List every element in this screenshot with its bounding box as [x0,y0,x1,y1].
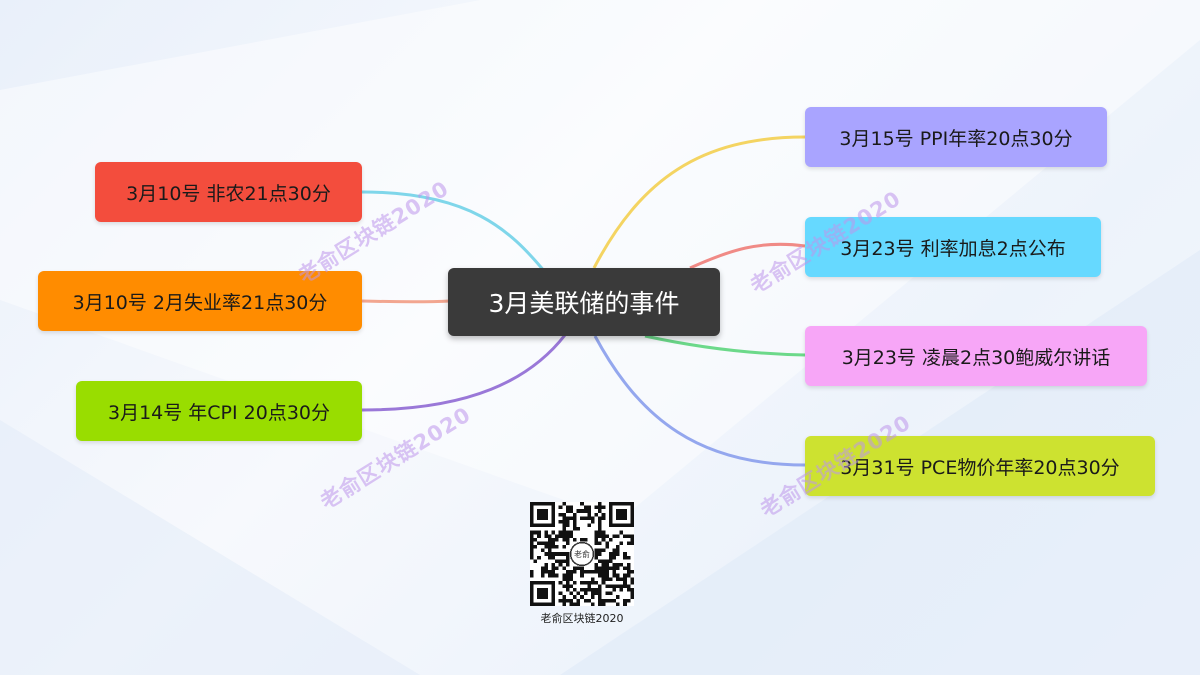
right-node-1-label: 3月15号 PPI年率20点30分 [839,127,1073,150]
left-node-2-label: 3月10号 2月失业率21点30分 [72,291,328,314]
left-node-1[interactable]: 3月10号 非农21点30分 [95,162,362,222]
right-node-2-label: 3月23号 利率加息2点公布 [840,237,1066,260]
connector-right-2 [689,242,806,270]
central-topic[interactable]: 3月美联储的事件 [448,268,720,336]
right-node-4-label: 3月31号 PCE物价年率20点30分 [840,456,1120,479]
left-node-2[interactable]: 3月10号 2月失业率21点30分 [38,271,362,331]
qr-code-image: 老俞 [530,502,634,606]
connector-right-1 [592,135,806,269]
connector-left-2 [361,299,451,304]
left-node-3-label: 3月14号 年CPI 20点30分 [107,401,331,424]
left-node-3[interactable]: 3月14号 年CPI 20点30分 [76,381,362,441]
qr-caption: 老俞区块链2020 [540,612,624,625]
left-node-1-label: 3月10号 非农21点30分 [126,182,331,205]
right-node-1[interactable]: 3月15号 PPI年率20点30分 [805,107,1107,167]
right-node-2[interactable]: 3月23号 利率加息2点公布 [805,217,1101,277]
connector-left-3 [361,334,567,412]
connector-left-1 [361,190,547,273]
svg-text:老俞: 老俞 [574,549,590,559]
connector-right-3 [644,334,806,357]
right-node-3-label: 3月23号 凌晨2点30鲍威尔讲话 [841,346,1111,369]
right-node-4[interactable]: 3月31号 PCE物价年率20点30分 [805,436,1155,496]
right-node-3[interactable]: 3月23号 凌晨2点30鲍威尔讲话 [805,326,1147,386]
connector-right-4 [593,335,806,467]
central-topic-label: 3月美联储的事件 [488,289,680,318]
